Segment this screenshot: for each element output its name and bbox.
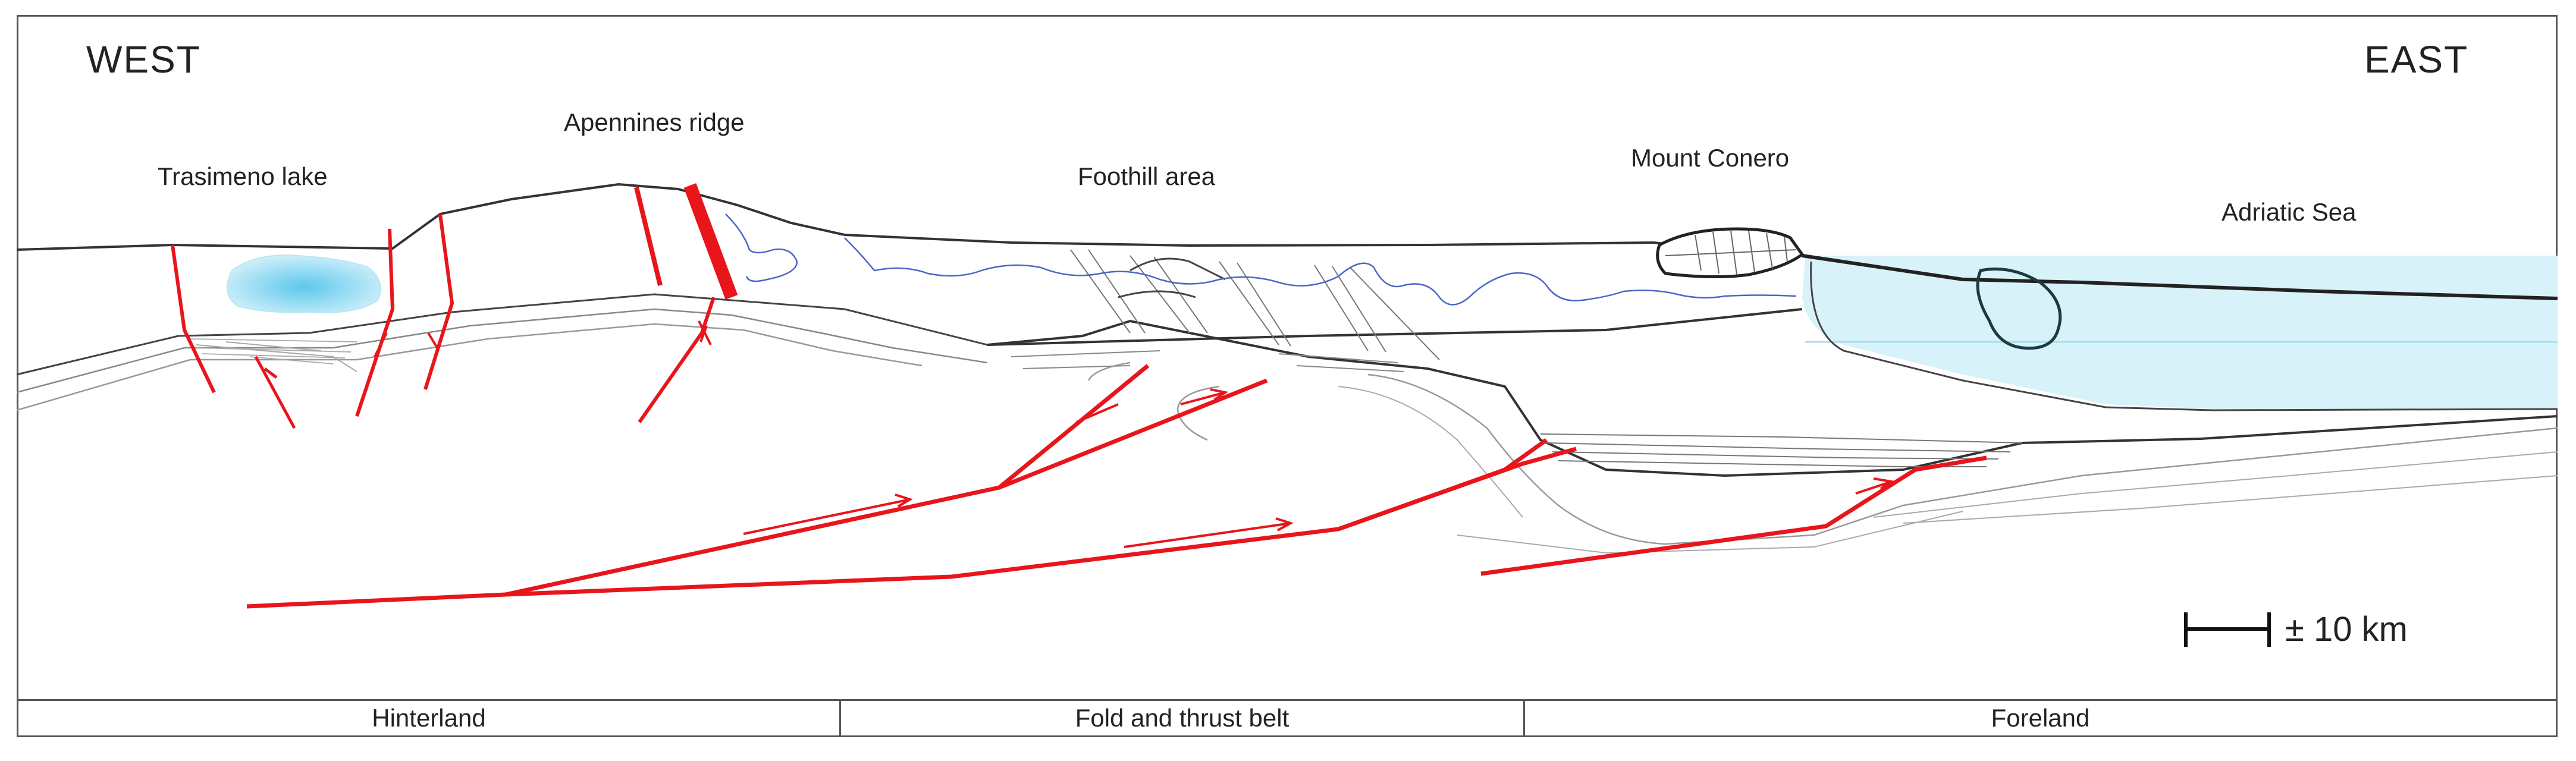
normal-fault-tick-1 [254,356,296,429]
deep-strata-2 [1338,386,2558,518]
apennines-normal-fault-1 [634,187,663,286]
deep-strata-3 [1457,475,2558,554]
topographic-surface [16,183,1666,251]
conero-anticline-strata [1540,433,2023,467]
apennines-listric-fault [638,297,716,423]
foothill-area-label: Foothill area [1078,162,1216,190]
thrust-foreland [1480,455,1987,576]
foothill-small-anticline [1118,257,1226,298]
hinterland-strata-2 [16,323,923,411]
foothill-dipping-strata [1070,249,1440,360]
hinterland-strata-3 [196,341,357,372]
seafloor-slope [1810,261,2558,411]
thrust-arrow-2 [1124,517,1294,548]
zone-hinterland: Hinterland [17,699,841,737]
hinterland-strata-top [16,293,988,376]
scale-bar-label: ± 10 km [2285,610,2408,649]
thrust-foothill-1 [505,364,1150,597]
foothill-fold-curve [1087,361,1220,441]
trasimeno-lake-label: Trasimeno lake [158,162,328,190]
apennines-fault-arrow [698,320,712,345]
east-label: EAST [2364,38,2469,81]
normal-fault-trasimeno-east [423,213,454,390]
apennines-ridge-label: Apennines ridge [564,108,745,136]
zone-foreland: Foreland [1525,699,2558,737]
mount-conero-label: Mount Conero [1631,144,1790,172]
tectonic-zones-bar: Hinterland Fold and thrust belt Foreland [17,699,2558,737]
normal-fault-trasimeno-mid [355,228,395,417]
trasimeno-lake-water [227,254,381,313]
foothill-strata-1 [1011,350,1404,372]
zone-fold-thrust-belt: Fold and thrust belt [841,699,1525,737]
river-main [844,237,1797,306]
west-label: WEST [86,38,201,81]
deep-strata-1 [1367,373,2558,545]
normal-fault-tick-2 [374,332,438,357]
foothill-lower-surface [987,308,1803,346]
river-west [725,213,798,282]
thrust-arrow-1 [743,493,913,535]
seafloor-line [1802,254,2558,300]
normal-fault-trasimeno-west [171,244,216,394]
basal-thrust [246,446,1577,609]
apennines-normal-fault-2 [683,183,738,300]
scale-bar [2184,612,2271,647]
adriatic-sea-label: Adriatic Sea [2222,198,2357,226]
adriatic-sea-water [1802,256,2558,409]
hinterland-strata-1 [16,308,988,394]
thrust-arrow-3 [1076,388,1229,423]
adriatic-island [1976,268,2062,350]
thrust-foothill-2 [998,378,1268,490]
thrust-conero [1337,438,1548,532]
thrust-arrow-4 [1855,477,1895,495]
hinterland-basin-fill [190,338,357,364]
mount-conero-strata [1665,230,1797,275]
